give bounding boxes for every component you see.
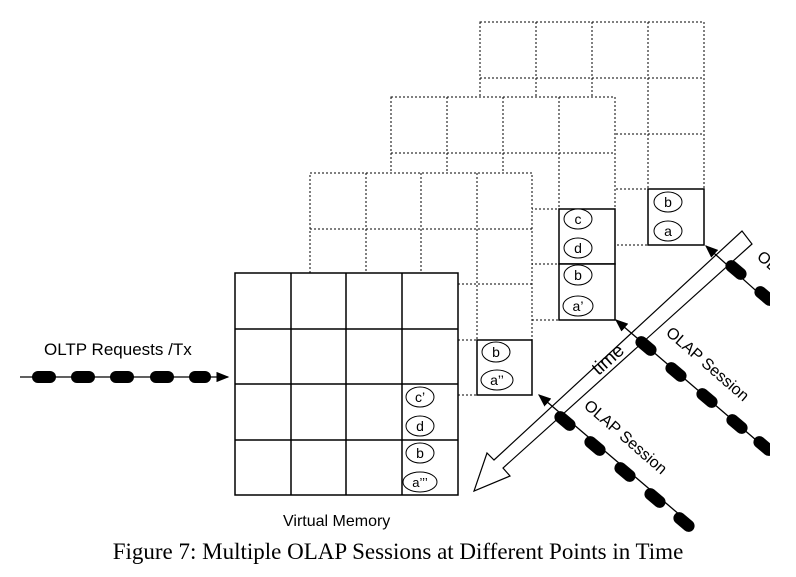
- page-ellipse: [480, 369, 514, 391]
- page-ellipse: [563, 237, 593, 259]
- page-ellipse: [405, 415, 435, 437]
- page-ellipse: [481, 341, 511, 363]
- page-ellipse: [653, 220, 683, 242]
- page-ellipse: [563, 264, 593, 286]
- page-ellipse: [562, 295, 594, 317]
- page-label: d: [416, 418, 424, 434]
- oltp-requests-label: OLTP Requests /Tx: [44, 340, 192, 359]
- page-label: b: [416, 445, 424, 461]
- page-label: d: [574, 240, 582, 256]
- page-ellipse: [563, 208, 593, 230]
- page-ellipse: b: [653, 191, 683, 213]
- oltp-request-arrow: [20, 371, 230, 383]
- page-ellipse: [405, 442, 435, 464]
- page-label: a’’’: [412, 475, 428, 490]
- figure-caption: Figure 7: Multiple OLAP Sessions at Diff…: [112, 539, 684, 564]
- page-label: c: [575, 211, 582, 227]
- page-label: b: [574, 267, 582, 283]
- page-label: a’’: [490, 372, 504, 388]
- page-label: a’: [573, 298, 584, 314]
- page-ellipse: [405, 386, 435, 408]
- page-ellipse: [402, 471, 438, 493]
- olap-session-label: OL: [753, 248, 780, 275]
- page-label: a: [664, 223, 672, 239]
- page-label: b: [492, 344, 500, 360]
- virtual-memory-label: Virtual Memory: [283, 513, 391, 530]
- olap-session-arrow-3: OL: [705, 245, 780, 306]
- olap-session-arrow-1: OLAP Session: [538, 394, 695, 532]
- page-label: b: [664, 194, 672, 210]
- olap-session-arrow-2: OLAP Session: [615, 319, 770, 456]
- page-label: c’: [415, 389, 425, 405]
